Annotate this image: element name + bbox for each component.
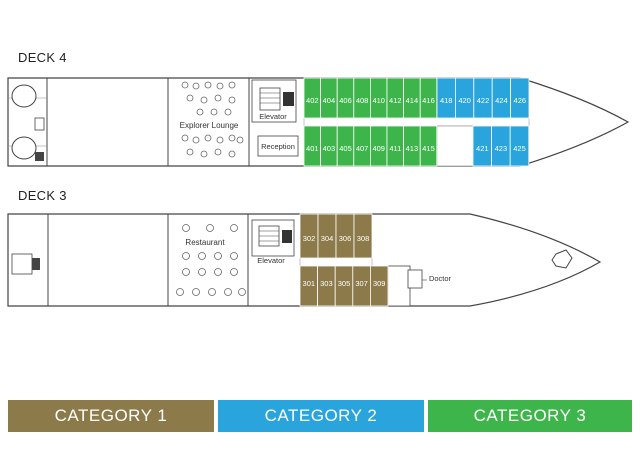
cabin-number-408: 408	[356, 96, 369, 105]
cabin-number-423: 423	[495, 144, 508, 153]
cabin-number-425: 425	[513, 144, 526, 153]
cabin-number-401: 401	[306, 144, 319, 153]
cabin-number-404: 404	[323, 96, 336, 105]
deck-4-stairs	[259, 87, 281, 111]
cabin-number-301: 301	[303, 279, 316, 288]
cabin-number-307: 307	[355, 279, 368, 288]
legend-category-2: CATEGORY 2	[218, 400, 424, 432]
cabin-number-304: 304	[321, 234, 334, 243]
deck-3-cabin-309	[369, 265, 389, 307]
deck-4-elevator-label: Elevator	[259, 112, 287, 121]
cabin-number-426: 426	[514, 96, 527, 105]
deck-4-cabin-415	[419, 125, 438, 167]
cabin-number-424: 424	[495, 96, 508, 105]
deck-4-stern-boat-bottom	[11, 136, 37, 160]
cabin-number-422: 422	[477, 96, 490, 105]
cabin-number-308: 308	[357, 234, 370, 243]
cabin-number-412: 412	[389, 96, 402, 105]
deck-plan: Explorer Lounge Elevator Reception	[7, 77, 630, 307]
legend-category-3: CATEGORY 3	[428, 400, 632, 432]
deck-4-cabin-426	[510, 77, 530, 119]
cabin-number-303: 303	[320, 279, 333, 288]
cabin-number-409: 409	[372, 144, 385, 153]
cabin-number-415: 415	[422, 144, 435, 153]
deck-3-bow-anchor	[551, 249, 573, 269]
reception-label: Reception	[261, 142, 295, 151]
restaurant-label: Restaurant	[185, 238, 225, 247]
deck-3-title: DECK 3	[18, 188, 67, 203]
deck-4-stern-boat-top	[11, 84, 37, 108]
cabin-number-405: 405	[339, 144, 352, 153]
cabin-number-403: 403	[323, 144, 336, 153]
cabin-number-410: 410	[372, 96, 385, 105]
deck-4-title: DECK 4	[18, 50, 67, 65]
cabin-number-406: 406	[339, 96, 352, 105]
deck-4-cabin-425	[509, 125, 530, 167]
cabin-number-306: 306	[339, 234, 352, 243]
deck-4-stern-equipment	[35, 152, 44, 161]
cabin-number-402: 402	[306, 96, 319, 105]
deck-3-stern-equipment	[11, 253, 33, 275]
restaurant-furniture	[176, 224, 246, 296]
deck-3-elevator-label: Elevator	[257, 256, 285, 265]
cabin-number-420: 420	[458, 96, 471, 105]
cabin-number-305: 305	[338, 279, 351, 288]
cabin-number-418: 418	[440, 96, 453, 105]
lounge-furniture	[181, 81, 244, 158]
cabin-number-411: 411	[389, 144, 401, 153]
legend-category-1: CATEGORY 1	[8, 400, 214, 432]
doctor-label: Doctor	[429, 274, 452, 283]
cabin-number-309: 309	[373, 279, 386, 288]
deck-3-cabin-308	[353, 213, 373, 259]
cabin-number-302: 302	[303, 234, 316, 243]
lounge-label: Explorer Lounge	[180, 121, 239, 130]
deck-4-service-area	[436, 125, 474, 167]
cabin-number-416: 416	[422, 96, 435, 105]
cabin-number-413: 413	[406, 144, 419, 153]
cabin-number-407: 407	[356, 144, 369, 153]
cabin-number-414: 414	[406, 96, 419, 105]
cabin-number-421: 421	[476, 144, 489, 153]
